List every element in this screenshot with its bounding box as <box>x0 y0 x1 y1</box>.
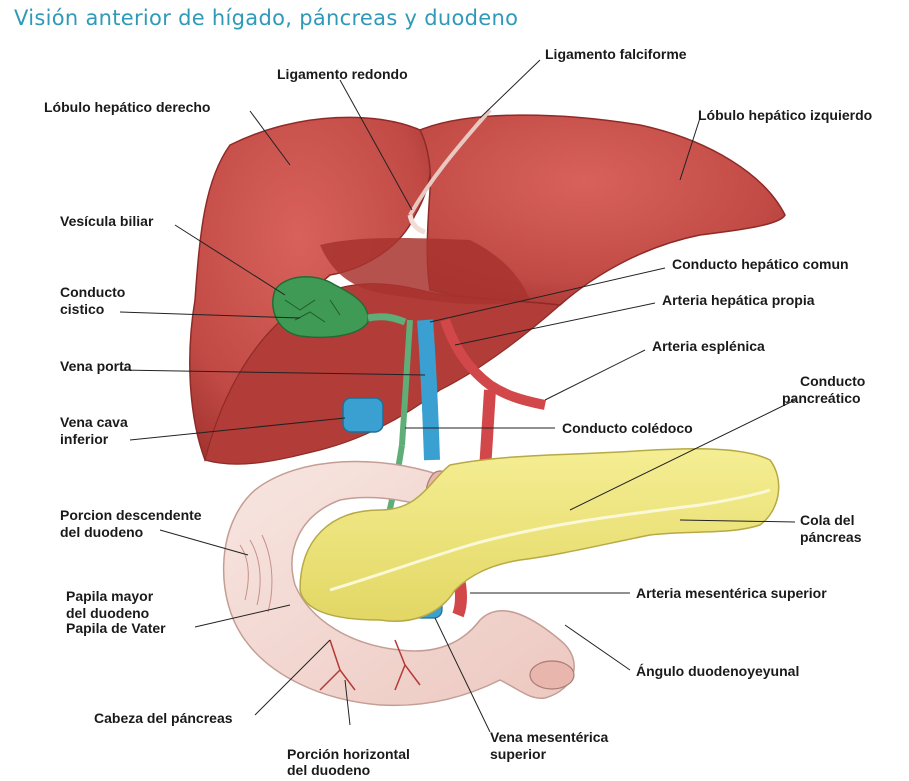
label-cola-pancreas-1: Cola del <box>800 512 854 529</box>
jejunum-cut-end <box>530 661 574 689</box>
label-vesicula-biliar: Vesícula biliar <box>60 213 153 230</box>
label-papila-1: Papila mayor <box>66 588 153 605</box>
label-arteria-esplenica: Arteria esplénica <box>652 338 765 355</box>
label-cola-pancreas-2: páncreas <box>800 529 861 546</box>
label-arteria-mesenterica: Arteria mesentérica superior <box>636 585 827 602</box>
label-vena-cava-2: inferior <box>60 431 108 448</box>
label-porcion-descendente-1: Porcion descendente <box>60 507 202 524</box>
label-ligamento-redondo: Ligamento redondo <box>277 66 408 83</box>
label-vena-mesenterica-2: superior <box>490 746 546 763</box>
label-ligamento-falciforme: Ligamento falciforme <box>545 46 687 63</box>
label-conducto-cistico-1: Conducto <box>60 284 125 301</box>
round-ligament <box>410 215 425 232</box>
label-cabeza-pancreas: Cabeza del páncreas <box>94 710 233 727</box>
label-conducto-cistico-2: cistico <box>60 301 104 318</box>
label-conducto-pancreatico-1: Conducto <box>800 373 865 390</box>
label-arteria-hepatica-propia: Arteria hepática propia <box>662 292 815 309</box>
label-papila-3: Papila de Vater <box>66 620 166 637</box>
label-vena-cava-1: Vena cava <box>60 414 128 431</box>
label-porcion-horizontal-2: del duodeno <box>287 762 370 779</box>
label-conducto-coledoco: Conducto colédoco <box>562 420 693 437</box>
inferior-vena-cava <box>343 398 383 432</box>
label-vena-mesenterica-1: Vena mesentérica <box>490 729 608 746</box>
celiac-trunk <box>485 390 490 470</box>
label-lobulo-izquierdo: Lóbulo hepático izquierdo <box>698 107 872 124</box>
label-porcion-descendente-2: del duodeno <box>60 524 143 541</box>
portal-vein <box>425 320 432 460</box>
label-conducto-hepatico-comun: Conducto hepático comun <box>672 256 849 273</box>
label-vena-porta: Vena porta <box>60 358 132 375</box>
label-conducto-pancreatico-2: pancreático <box>782 390 861 407</box>
label-lobulo-derecho: Lóbulo hepático derecho <box>44 99 210 116</box>
label-porcion-horizontal-1: Porción horizontal <box>287 746 410 763</box>
label-angulo-duodenoyeyunal: Ángulo duodenoyeyunal <box>636 663 799 680</box>
